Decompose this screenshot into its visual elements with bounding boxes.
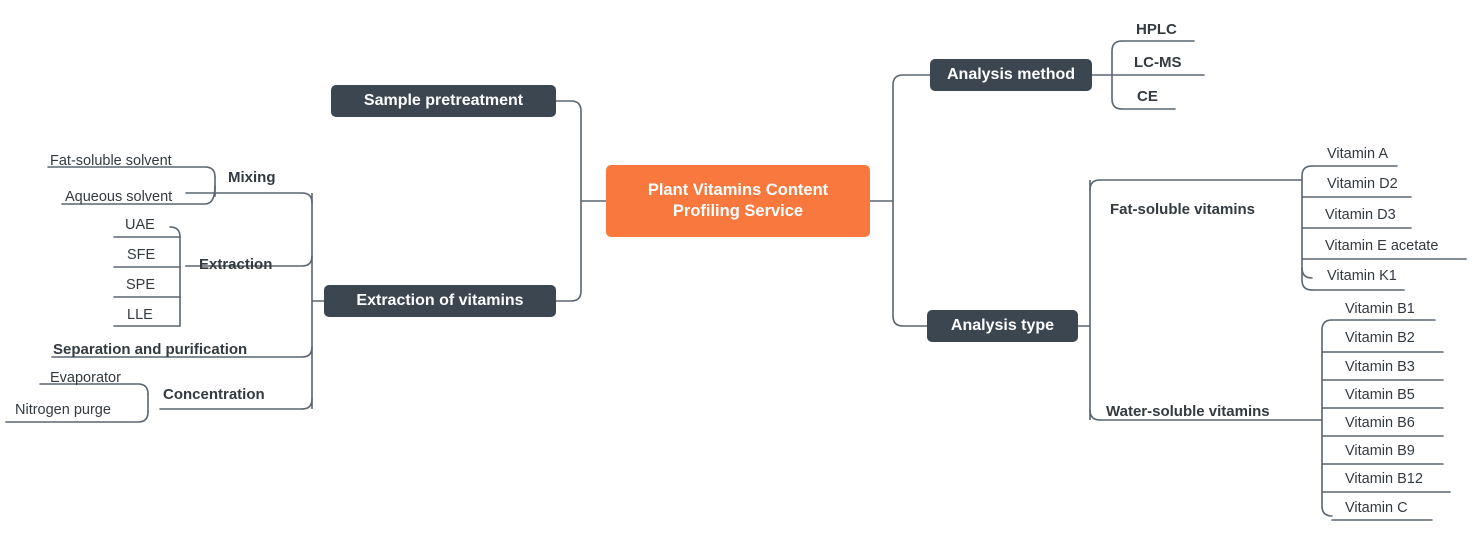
leaf-hplc-label: HPLC: [1136, 20, 1177, 38]
leaf-vitamin-a[interactable]: Vitamin A: [1327, 144, 1447, 164]
leaf-vitamin-b6-label: Vitamin B6: [1345, 414, 1415, 431]
leaf-vitamin-c-label: Vitamin C: [1345, 499, 1408, 516]
leaf-vitamin-b1[interactable]: Vitamin B1: [1345, 299, 1465, 319]
leaf-vitamin-d3[interactable]: Vitamin D3: [1325, 205, 1445, 225]
leaf-evaporator-label: Evaporator: [50, 369, 121, 386]
leaf-vitamin-b3[interactable]: Vitamin B3: [1345, 357, 1465, 377]
branch-sample-pretreatment-label: Sample pretreatment: [363, 92, 524, 109]
branch-sample-pretreatment[interactable]: Sample pretreatment: [331, 85, 556, 117]
leaf-uae-label: UAE: [125, 216, 155, 233]
leaf-vitamin-k1[interactable]: Vitamin K1: [1327, 266, 1447, 286]
leaf-vitamin-b5[interactable]: Vitamin B5: [1345, 385, 1465, 405]
branch-extraction-of-vitamins[interactable]: Extraction of vitamins: [324, 285, 556, 317]
leaf-nitrogen-purge[interactable]: Nitrogen purge: [15, 400, 145, 420]
leaf-evaporator[interactable]: Evaporator: [50, 368, 160, 388]
group-concentration[interactable]: Concentration: [163, 383, 313, 407]
leaf-vitamin-b2[interactable]: Vitamin B2: [1345, 328, 1465, 348]
leaf-fat-soluble-solvent-label: Fat-soluble solvent: [50, 152, 172, 169]
branch-analysis-method[interactable]: Analysis method: [930, 59, 1092, 91]
connector-analysis-method-bracket: [1111, 40, 1123, 110]
connector-analysis-type-top-corner: [1089, 179, 1101, 191]
branch-analysis-method-label: Analysis method: [946, 66, 1076, 83]
connector-analysis-type-bottom-corner: [1089, 409, 1101, 421]
leaf-vitamin-e-acetate[interactable]: Vitamin E acetate: [1325, 236, 1482, 256]
leaf-vitamin-c[interactable]: Vitamin C: [1345, 498, 1465, 518]
leaf-vitamin-b9[interactable]: Vitamin B9: [1345, 441, 1465, 461]
branch-analysis-type-label: Analysis type: [950, 317, 1055, 334]
branch-analysis-type[interactable]: Analysis type: [927, 310, 1078, 342]
leaf-ce[interactable]: CE: [1137, 86, 1197, 108]
root-label-line1: Plant Vitamins Content: [647, 181, 829, 200]
connector-fat-soluble-bracket-bottom: [1301, 267, 1313, 291]
group-mixing[interactable]: Mixing: [228, 166, 338, 190]
leaf-vitamin-d2-label: Vitamin D2: [1327, 175, 1398, 192]
group-extraction-label: Extraction: [199, 255, 273, 273]
root-node[interactable]: Plant Vitamins Content Profiling Service: [606, 165, 870, 237]
group-separation-and-purification[interactable]: Separation and purification: [53, 338, 309, 362]
leaf-lle[interactable]: LLE: [127, 305, 187, 325]
leaf-vitamin-b12[interactable]: Vitamin B12: [1345, 469, 1475, 489]
leaf-vitamin-b9-label: Vitamin B9: [1345, 442, 1415, 459]
leaf-vitamin-b1-label: Vitamin B1: [1345, 300, 1415, 317]
connector-fat-soluble-bracket: [1301, 165, 1313, 279]
leaf-vitamin-d2[interactable]: Vitamin D2: [1327, 174, 1447, 194]
leaf-vitamin-k1-label: Vitamin K1: [1327, 267, 1397, 284]
group-water-soluble-vitamins-label: Water-soluble vitamins: [1106, 402, 1270, 420]
leaf-vitamin-b5-label: Vitamin B5: [1345, 386, 1415, 403]
leaf-fat-soluble-solvent[interactable]: Fat-soluble solvent: [50, 151, 210, 171]
group-water-soluble-vitamins[interactable]: Water-soluble vitamins: [1106, 400, 1326, 424]
group-mixing-label: Mixing: [228, 168, 276, 186]
leaf-ce-label: CE: [1137, 87, 1158, 105]
group-fat-soluble-vitamins[interactable]: Fat-soluble vitamins: [1110, 198, 1310, 222]
leaf-lc-ms-label: LC-MS: [1134, 53, 1182, 71]
leaf-vitamin-b3-label: Vitamin B3: [1345, 358, 1415, 375]
leaf-uae[interactable]: UAE: [125, 215, 185, 235]
leaf-vitamin-b2-label: Vitamin B2: [1345, 329, 1415, 346]
group-concentration-label: Concentration: [163, 385, 265, 403]
group-extraction[interactable]: Extraction: [199, 253, 319, 277]
leaf-hplc[interactable]: HPLC: [1136, 19, 1216, 41]
connector-left-spine-top-corner: [301, 192, 313, 204]
leaf-vitamin-b12-label: Vitamin B12: [1345, 470, 1423, 487]
leaf-aqueous-solvent-label: Aqueous solvent: [65, 188, 173, 205]
leaf-vitamin-a-label: Vitamin A: [1327, 145, 1388, 162]
leaf-spe-label: SPE: [126, 276, 156, 293]
leaf-aqueous-solvent[interactable]: Aqueous solvent: [65, 187, 215, 207]
branch-extraction-of-vitamins-label: Extraction of vitamins: [356, 292, 524, 309]
group-fat-soluble-vitamins-label: Fat-soluble vitamins: [1110, 200, 1256, 218]
leaf-sfe[interactable]: SFE: [127, 245, 187, 265]
group-separation-and-purification-label: Separation and purification: [53, 340, 248, 358]
leaf-sfe-label: SFE: [127, 246, 156, 263]
connector-right-spine: [892, 74, 941, 327]
connector-left-spine: [555, 100, 582, 302]
leaf-nitrogen-purge-label: Nitrogen purge: [15, 401, 111, 418]
leaf-vitamin-d3-label: Vitamin D3: [1325, 206, 1396, 223]
leaf-vitamin-e-acetate-label: Vitamin E acetate: [1325, 237, 1439, 254]
root-label-line2: Profiling Service: [672, 202, 804, 220]
leaf-spe[interactable]: SPE: [126, 275, 186, 295]
leaf-lle-label: LLE: [127, 306, 153, 323]
leaf-lc-ms[interactable]: LC-MS: [1134, 52, 1224, 74]
leaf-vitamin-b6[interactable]: Vitamin B6: [1345, 413, 1465, 433]
